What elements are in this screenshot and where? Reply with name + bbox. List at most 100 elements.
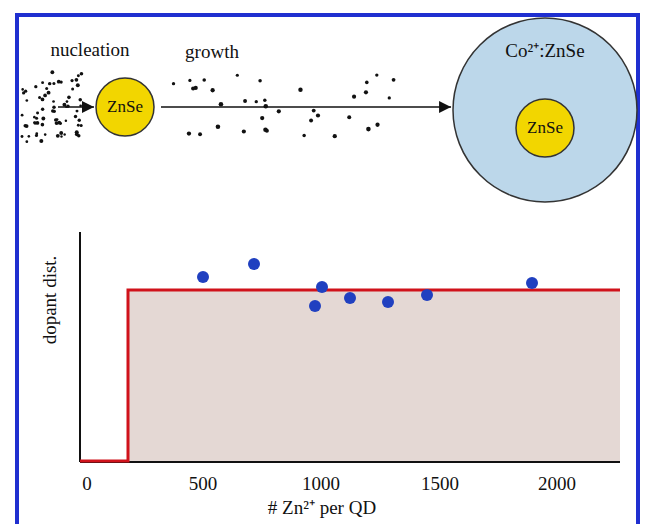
- core-circle: ZnSe: [515, 98, 575, 158]
- dot: [48, 82, 51, 85]
- data-point: [421, 289, 433, 301]
- dot: [21, 114, 24, 117]
- shaded-area: [128, 290, 620, 462]
- growth-arrow: [161, 106, 451, 108]
- dot: [309, 119, 313, 123]
- axis-title: # Zn²⁺ per QD: [268, 497, 376, 519]
- dot: [302, 134, 305, 137]
- dot: [198, 132, 202, 136]
- data-point: [197, 271, 209, 283]
- dot: [44, 133, 47, 136]
- dot: [236, 74, 239, 77]
- growth-dots: [172, 73, 396, 138]
- edge-label: growth: [183, 41, 241, 63]
- nucleation-arrow: [58, 106, 94, 108]
- dot: [210, 88, 214, 92]
- dot: [52, 100, 55, 103]
- dot: [80, 124, 83, 127]
- dot: [45, 87, 48, 90]
- dot: [41, 108, 44, 111]
- dot: [25, 99, 28, 102]
- dot: [202, 78, 206, 82]
- circle-shape: [453, 18, 637, 202]
- dot: [316, 113, 320, 117]
- dot: [191, 86, 195, 90]
- dot: [22, 91, 25, 94]
- dot: [41, 117, 45, 121]
- dot: [375, 123, 379, 127]
- dot: [52, 82, 55, 85]
- dot: [67, 96, 71, 100]
- dot: [265, 129, 269, 133]
- step-line: [80, 290, 620, 461]
- frame: [17, 15, 638, 524]
- dot: [347, 115, 351, 119]
- dot: [333, 134, 337, 138]
- tick-label: 1000: [302, 473, 340, 495]
- tick-label: 500: [189, 473, 218, 495]
- circle-shape: [516, 99, 574, 157]
- dot: [53, 110, 56, 113]
- dot: [56, 134, 60, 138]
- dot: [263, 99, 266, 102]
- dot: [219, 102, 224, 107]
- dot: [77, 124, 80, 127]
- dot: [258, 79, 262, 83]
- dot: [63, 133, 65, 135]
- dot: [187, 131, 191, 135]
- dot: [75, 78, 79, 82]
- dot: [352, 95, 356, 99]
- dot: [388, 96, 391, 99]
- dot: [78, 98, 82, 102]
- circle-shape: [96, 78, 154, 136]
- dot: [298, 88, 302, 92]
- dot: [25, 140, 28, 143]
- dot: [80, 72, 84, 76]
- dot: [260, 116, 264, 120]
- dot: [35, 117, 38, 120]
- dot: [43, 94, 47, 98]
- dot: [57, 121, 61, 125]
- dot: [392, 78, 396, 82]
- shell-circle: Co²⁺:ZnSeZnSe: [452, 17, 638, 203]
- dot: [216, 124, 221, 129]
- data-point: [382, 296, 394, 308]
- data-point: [309, 300, 321, 312]
- dot: [65, 120, 67, 122]
- dot: [50, 70, 54, 74]
- dot: [41, 98, 45, 102]
- node-text: ZnSe: [527, 118, 563, 138]
- dot: [255, 100, 258, 103]
- dot: [25, 124, 29, 128]
- dot: [41, 81, 44, 84]
- tick-label: 2000: [538, 473, 576, 495]
- dot: [364, 90, 368, 94]
- dot: [243, 99, 247, 103]
- dot: [188, 79, 191, 82]
- dot: [28, 135, 31, 138]
- dot: [277, 109, 281, 113]
- dot: [35, 132, 38, 135]
- dot: [75, 130, 79, 134]
- dot: [35, 121, 39, 125]
- dot: [312, 109, 316, 113]
- dot: [66, 100, 69, 103]
- dot: [41, 123, 45, 127]
- stage-label: nucleation: [50, 39, 129, 61]
- dot: [47, 91, 51, 95]
- tick-label: 0: [82, 473, 92, 495]
- dot: [71, 87, 74, 90]
- dot: [76, 83, 80, 87]
- dot: [52, 106, 56, 110]
- data-point: [344, 292, 356, 304]
- data-point: [248, 258, 260, 270]
- dot: [172, 82, 175, 85]
- dot: [78, 118, 81, 121]
- dot: [33, 121, 36, 124]
- dot: [38, 96, 41, 99]
- data-points: [197, 258, 538, 312]
- axis-title: dopant dist.: [39, 256, 61, 345]
- x-axis: [80, 461, 620, 463]
- dot: [77, 74, 80, 77]
